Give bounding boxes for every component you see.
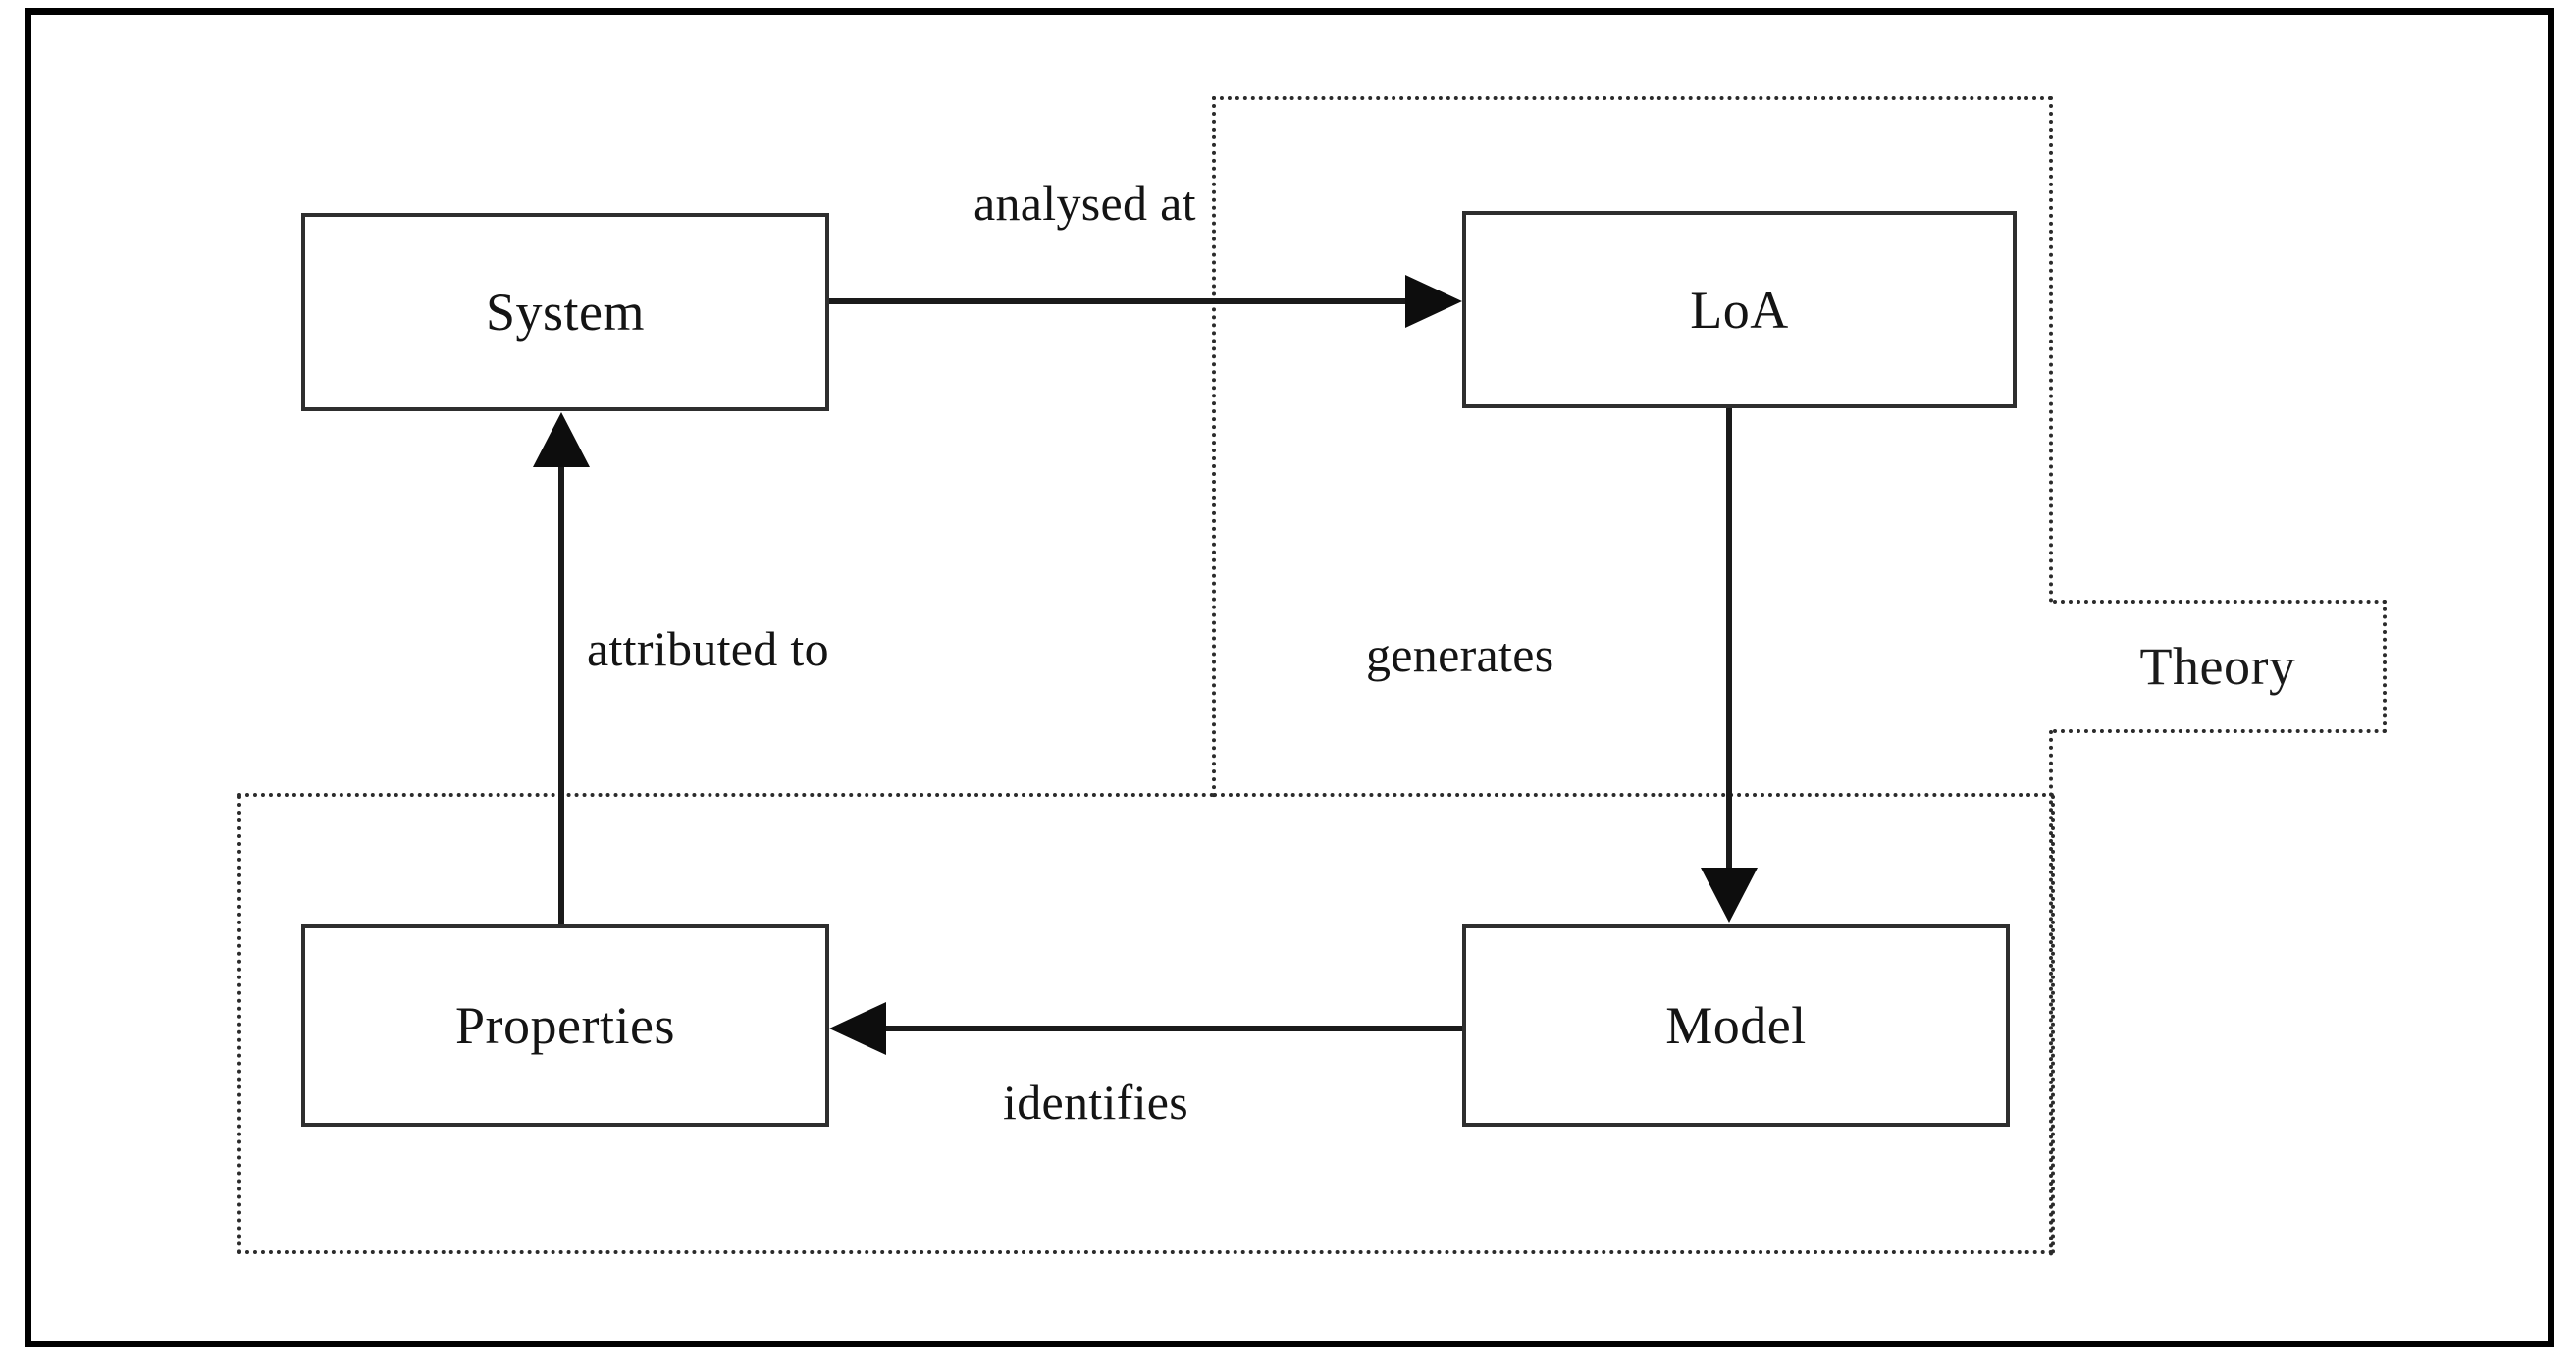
edge-label-generates: generates [1366,627,1554,682]
theory-label: Theory [2139,637,2296,696]
node-loa-label: LoA [1690,280,1789,340]
node-model-label: Model [1665,996,1807,1055]
properties-model-region-top-edge-right [1213,793,2055,797]
node-system-label: System [485,283,646,342]
edge-label-identifies: identifies [1003,1075,1189,1130]
theory-label-box: Theory [2053,600,2387,733]
properties-model-region-outline [237,795,2055,1254]
theory-region-right-edge-upper [2049,96,2053,603]
node-properties[interactable]: Properties [301,924,829,1127]
edge-label-analysed-at: analysed at [973,176,1196,231]
node-system[interactable]: System [301,213,829,411]
theory-region-outline [1212,96,2053,798]
properties-model-region-top-edge-left [237,793,1215,797]
node-model[interactable]: Model [1462,924,2010,1127]
figure-outer-frame [25,8,2554,1347]
node-loa[interactable]: LoA [1462,211,2017,408]
node-properties-label: Properties [455,996,675,1055]
edge-label-attributed-to: attributed to [587,621,829,676]
